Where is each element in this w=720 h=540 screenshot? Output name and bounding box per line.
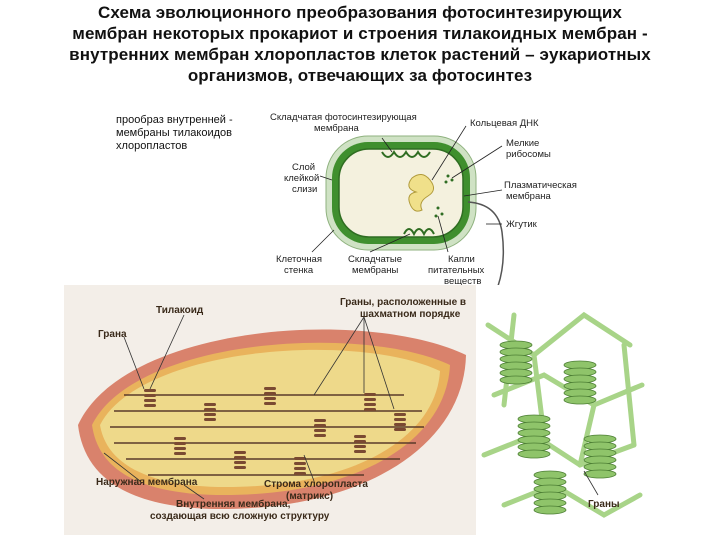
title-line-3: внутренних мембран хлоропластов клеток р…: [69, 45, 651, 64]
note-line-2: мембраны тилакоидов: [116, 127, 232, 139]
label-outer-membrane: Наружная мембрана: [96, 476, 198, 488]
label-grana-3d: Граны: [588, 499, 620, 510]
label-folded-membrane-1: Складчатая фотосинтезирующая: [270, 112, 417, 123]
label-folded-membranes-1: Складчатые: [348, 254, 402, 265]
label-granum: Грана: [98, 329, 127, 340]
ring-dna-shape: [408, 174, 434, 212]
leader-lines: [311, 125, 503, 253]
stroma-lamellae: [110, 394, 424, 476]
label-flagellum: Жгутик: [506, 219, 538, 230]
label-plasma-membrane-2: мембрана: [506, 191, 551, 202]
title-line-1: Схема эволюционного преобразования фотос…: [98, 3, 622, 22]
title-line-2: мембран некоторых прокариот и строения т…: [72, 24, 648, 43]
label-folded-membranes-2: мембраны: [352, 265, 398, 276]
label-slime-1: Слой: [292, 162, 315, 173]
label-grana-staggered-1: Граны, расположенные в: [340, 297, 466, 308]
label-slime-3: слизи: [292, 184, 317, 195]
plasma-membrane: [338, 148, 464, 238]
label-inner-membrane-1: Внутренняя мембрана,: [176, 498, 291, 510]
label-small-ribosomes-1: Мелкие: [506, 138, 539, 149]
chloroplast-diagram: Тилакоид Граны, расположенные в шахматно…: [64, 285, 650, 535]
label-cell-wall-2: стенка: [284, 265, 314, 276]
label-droplets-2: питательных: [428, 265, 485, 276]
label-inner-membrane-2: создающая всю сложную структуру: [150, 511, 330, 522]
flagellum-shape: [467, 201, 505, 287]
label-ring-dna: Кольцевая ДНК: [470, 118, 539, 129]
folded-membrane-top: [381, 150, 431, 158]
title-line-4: организмов, отвечающих за фотосинтез: [187, 66, 533, 85]
ribosomes: [434, 174, 454, 218]
note-line-1: прообраз внутренней -: [116, 114, 233, 126]
chloroplast-leader-lines: [103, 314, 599, 500]
label-folded-membrane-2: мембрана: [314, 123, 359, 134]
label-droplets-3: веществ: [444, 276, 481, 287]
label-cell-wall-1: Клеточная: [276, 254, 322, 265]
label-small-ribosomes-2: рибосомы: [506, 149, 551, 160]
label-thylakoid: Тилакоид: [156, 305, 204, 316]
label-grana-staggered-2: шахматном порядке: [360, 309, 461, 320]
prokaryote-diagram: Складчатая фотосинтезирующая мембрана Ко…: [270, 112, 577, 287]
label-slime-2: клейкой: [284, 173, 319, 184]
slide-title: Схема эволюционного преобразования фотос…: [0, 2, 720, 86]
label-plasma-membrane-1: Плазматическая: [504, 180, 577, 191]
label-stroma-1: Строма хлоропласта: [264, 479, 368, 490]
thylakoid-prototype-note: прообраз внутренней - мембраны тилакоидо…: [116, 114, 276, 153]
note-line-3: хлоропластов: [116, 140, 188, 152]
label-droplets-1: Капли: [448, 254, 475, 265]
label-stroma-2: (матрикс): [286, 491, 333, 502]
folded-membrane-bottom: [403, 228, 435, 237]
